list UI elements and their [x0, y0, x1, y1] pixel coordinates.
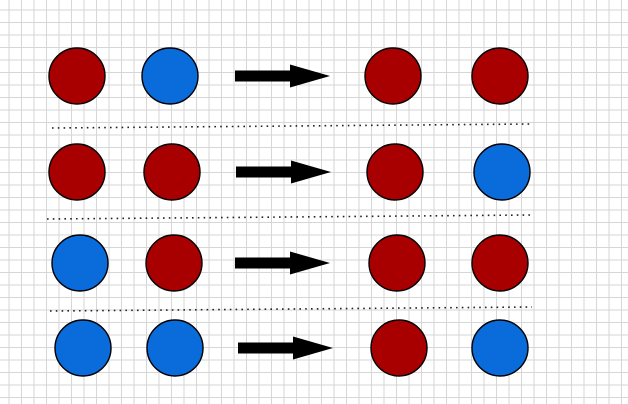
row-divider-1 [51, 123, 533, 129]
arrow-icon-4 [238, 336, 333, 360]
output-ball-1-1 [364, 47, 422, 105]
input-ball-1-2 [141, 47, 199, 105]
input-ball-2-1 [48, 143, 106, 201]
input-ball-1-1 [48, 47, 106, 105]
input-ball-4-2 [146, 319, 204, 377]
output-ball-4-1 [370, 319, 428, 377]
output-ball-2-2 [473, 143, 531, 201]
arrow-icon-2 [236, 160, 331, 184]
input-ball-4-1 [54, 319, 112, 377]
output-ball-3-2 [471, 234, 529, 292]
output-ball-3-1 [368, 234, 426, 292]
output-ball-1-2 [471, 47, 529, 105]
arrow-icon-3 [235, 251, 330, 275]
arrow-icon-1 [235, 64, 330, 88]
row-divider-2 [46, 214, 531, 220]
output-ball-2-1 [366, 143, 424, 201]
input-ball-3-2 [145, 234, 203, 292]
output-ball-4-2 [471, 319, 529, 377]
row-divider-3 [49, 306, 533, 312]
input-ball-3-1 [51, 234, 109, 292]
input-ball-2-2 [143, 143, 201, 201]
